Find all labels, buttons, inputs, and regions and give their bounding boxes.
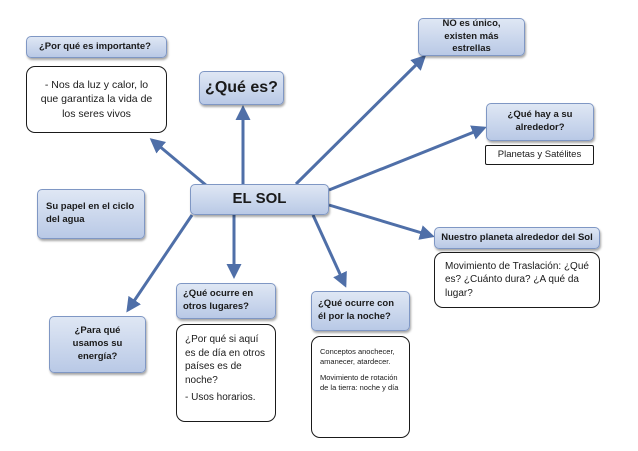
otros-lugares-answer-box: ¿Por qué si aquí es de día en otros país… [176, 324, 276, 422]
arrow-to-energia [126, 214, 194, 313]
arrow-to-no-unico [294, 54, 427, 186]
energia-label: ¿Para qué usamos su energía? [72, 325, 123, 362]
importante-question-box: ¿Por qué es importante? [26, 36, 167, 58]
otros-lugares-question: ¿Qué ocurre en otros lugares? [183, 288, 254, 312]
papel-agua-label: Su papel en el ciclo del agua [46, 201, 135, 225]
noche-question-box: ¿Qué ocurre con él por la noche? [311, 291, 410, 331]
que-es-label: ¿Qué es? [205, 79, 278, 97]
energia-node: ¿Para qué usamos su energía? [49, 316, 146, 373]
importante-answer: - Nos da luz y calor, lo que garantiza l… [40, 79, 153, 120]
alrededor-answer-box: Planetas y Satélites [485, 145, 594, 165]
noche-answer-1: Conceptos anochecer, amanecer, atardecer… [320, 347, 395, 367]
importante-answer-box: - Nos da luz y calor, lo que garantiza l… [26, 66, 167, 133]
otros-lugares-answer-2: - Usos horarios. [185, 392, 256, 403]
arrow-to-importante [149, 138, 208, 188]
noche-answer-2: Movimiento de rotación de la tierra: noc… [320, 373, 399, 393]
center-node-label: EL SOL [232, 190, 287, 208]
planeta-question: Nuestro planeta alrededor del Sol [441, 231, 593, 243]
planeta-answer-box: Movimiento de Traslación: ¿Qué es? ¿Cuán… [434, 252, 600, 308]
alrededor-question: ¿Qué hay a su alrededor? [507, 109, 573, 133]
noche-question: ¿Qué ocurre con él por la noche? [318, 298, 395, 322]
arrow-to-planeta [328, 203, 435, 240]
arrow-to-noche [311, 214, 347, 288]
center-node-el-sol: EL SOL [190, 184, 329, 215]
otros-lugares-answer-1: ¿Por qué si aquí es de día en otros país… [185, 334, 266, 386]
no-unico-label: NO es único, existen más estrellas [442, 17, 501, 55]
papel-agua-node: Su papel en el ciclo del agua [37, 189, 145, 239]
otros-lugares-question-box: ¿Qué ocurre en otros lugares? [176, 283, 276, 319]
noche-answer-box: Conceptos anochecer, amanecer, atardecer… [311, 336, 410, 438]
importante-question: ¿Por qué es importante? [39, 40, 151, 52]
arrow-to-alrededor [328, 125, 487, 192]
alrededor-question-box: ¿Qué hay a su alrededor? [486, 103, 594, 141]
planeta-question-box: Nuestro planeta alrededor del Sol [434, 227, 600, 249]
planeta-answer: Movimiento de Traslación: ¿Qué es? ¿Cuán… [445, 260, 589, 299]
que-es-node: ¿Qué es? [199, 71, 284, 105]
alrededor-answer: Planetas y Satélites [497, 148, 582, 160]
no-unico-node: NO es único, existen más estrellas [418, 18, 525, 56]
